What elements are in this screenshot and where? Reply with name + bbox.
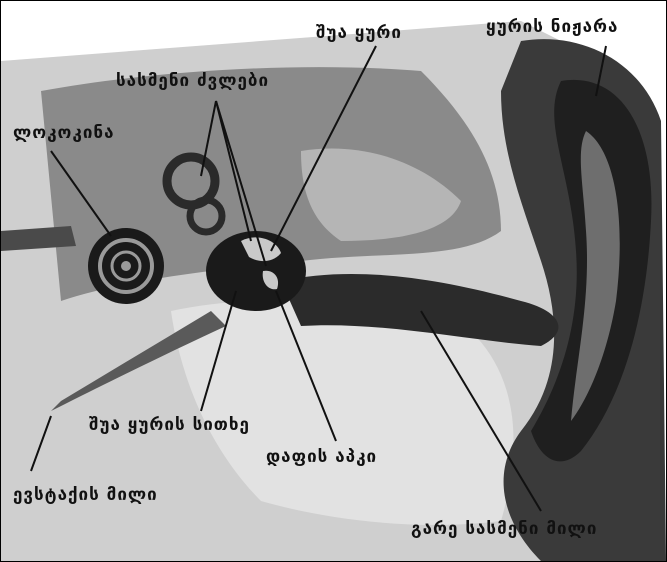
label-eardrum: დაფის აპკი xyxy=(266,449,377,466)
label-middle-ear-cavity: შუა ყურის სითხე xyxy=(89,417,250,434)
label-middle-ear: შუა ყური xyxy=(316,25,402,42)
label-ossicles: სასმენი ძვლები xyxy=(116,73,269,90)
label-eustachian-tube: ევსტაქის მილი xyxy=(13,487,158,504)
label-ear-canal: გარე სასმენი მილი xyxy=(411,521,597,538)
label-cochlea: ლოკოკინა xyxy=(13,125,115,142)
label-auricle: ყურის ნიჟარა xyxy=(486,19,618,36)
